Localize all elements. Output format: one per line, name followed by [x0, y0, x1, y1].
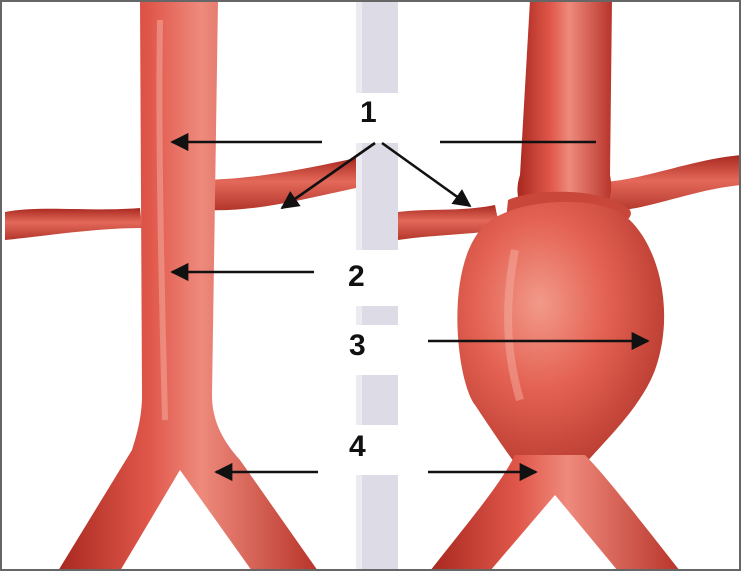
label-1: 1 [360, 98, 377, 128]
label-band-4 [322, 425, 426, 475]
label-2: 2 [348, 262, 365, 292]
label-3: 3 [349, 331, 366, 361]
right-aorta-neck [517, 0, 612, 225]
label-band-1 [330, 93, 438, 143]
label-band-3 [320, 325, 426, 375]
label-4: 4 [349, 432, 366, 462]
